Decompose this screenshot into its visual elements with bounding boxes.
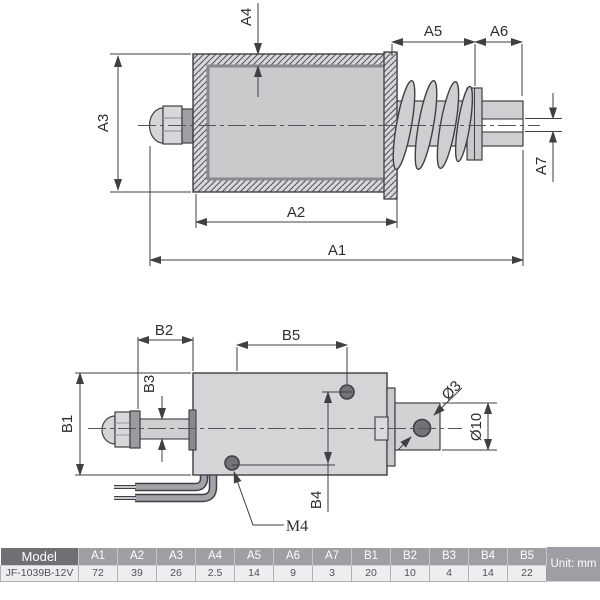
dimension-b4 — [232, 391, 352, 512]
table-header-row: Model A1 A2 A3 A4 A5 A6 A7 B1 B2 B3 B4 B… — [0, 547, 600, 582]
dimension-label-m4: M4 — [286, 518, 308, 535]
dimension-label-phi10: Ø10 — [468, 413, 485, 441]
spec-table: Model A1 A2 A3 A4 A5 A6 A7 B1 B2 B3 B4 B… — [0, 547, 600, 582]
dimension-label-b5: B5 — [282, 327, 300, 344]
dimension-phi3 — [397, 387, 463, 451]
cell-a4: 2.5 — [195, 564, 235, 582]
side-section-view: A4 A3 A5 A6 A7 A2 A1 — [95, 3, 562, 266]
table-header-a2: A2 — [117, 547, 157, 566]
table-header-a6: A6 — [273, 547, 313, 566]
cell-a3: 26 — [156, 564, 196, 582]
table-header-b5: B5 — [507, 547, 547, 566]
table-header-a3: A3 — [156, 547, 196, 566]
cell-b4: 14 — [468, 564, 508, 582]
dimension-a2 — [195, 194, 398, 228]
table-header-model: Model — [0, 547, 79, 566]
cell-b1: 20 — [351, 564, 391, 582]
table-header-a4: A4 — [195, 547, 235, 566]
top-view: B1 B2 B3 B5 B4 M4 Ø10 Ø3 — [59, 322, 497, 535]
dimension-a7 — [525, 93, 562, 182]
dimension-a5-a6 — [391, 38, 523, 96]
dimension-label-a1: A1 — [328, 242, 346, 259]
cell-b2: 10 — [390, 564, 430, 582]
cell-b5: 22 — [507, 564, 547, 582]
dimension-b1 — [75, 372, 191, 476]
cell-a5: 14 — [234, 564, 274, 582]
table-header-b2: B2 — [390, 547, 430, 566]
cell-model: JF-1039B-12V — [0, 564, 79, 582]
dimension-label-b1: B1 — [59, 415, 76, 433]
solenoid-body — [192, 372, 388, 476]
dimension-b2 — [137, 336, 194, 409]
mounting-hole-m4 — [224, 455, 240, 471]
table-row: JF-1039B-12V 72 39 26 2.5 14 9 3 20 10 4… — [0, 564, 600, 582]
dimension-label-b2: B2 — [155, 322, 173, 339]
lead-wires — [114, 474, 218, 503]
table-header-a7: A7 — [312, 547, 352, 566]
table-unit-cell: Unit: mm — [546, 547, 600, 582]
cell-a1: 72 — [78, 564, 118, 582]
dimension-label-a3: A3 — [95, 114, 112, 132]
table-header-a5: A5 — [234, 547, 274, 566]
table-header-b1: B1 — [351, 547, 391, 566]
dimension-label-b3: B3 — [141, 375, 158, 393]
dimension-label-a4: A4 — [238, 8, 255, 26]
cell-b3: 4 — [429, 564, 469, 582]
dimension-b5 — [236, 341, 348, 384]
dimension-label-a7: A7 — [533, 157, 550, 175]
dimension-label-phi3: Ø3 — [439, 378, 465, 404]
cell-a7: 3 — [312, 564, 352, 582]
plunger-front — [101, 409, 197, 451]
table-header-b4: B4 — [468, 547, 508, 566]
dimension-label-a2: A2 — [287, 204, 305, 221]
dimension-label-a6: A6 — [490, 23, 508, 40]
solenoid-housing-section — [192, 53, 398, 193]
dimension-a1 — [149, 146, 524, 266]
dimension-phi10 — [442, 402, 497, 451]
table-header-a1: A1 — [78, 547, 118, 566]
dimension-label-a5: A5 — [424, 23, 442, 40]
table-header-b3: B3 — [429, 547, 469, 566]
dimension-label-b4: B4 — [308, 491, 325, 509]
plunger-nut — [148, 105, 194, 145]
cell-a6: 9 — [273, 564, 313, 582]
cell-a2: 39 — [117, 564, 157, 582]
leader-m4 — [233, 471, 284, 526]
